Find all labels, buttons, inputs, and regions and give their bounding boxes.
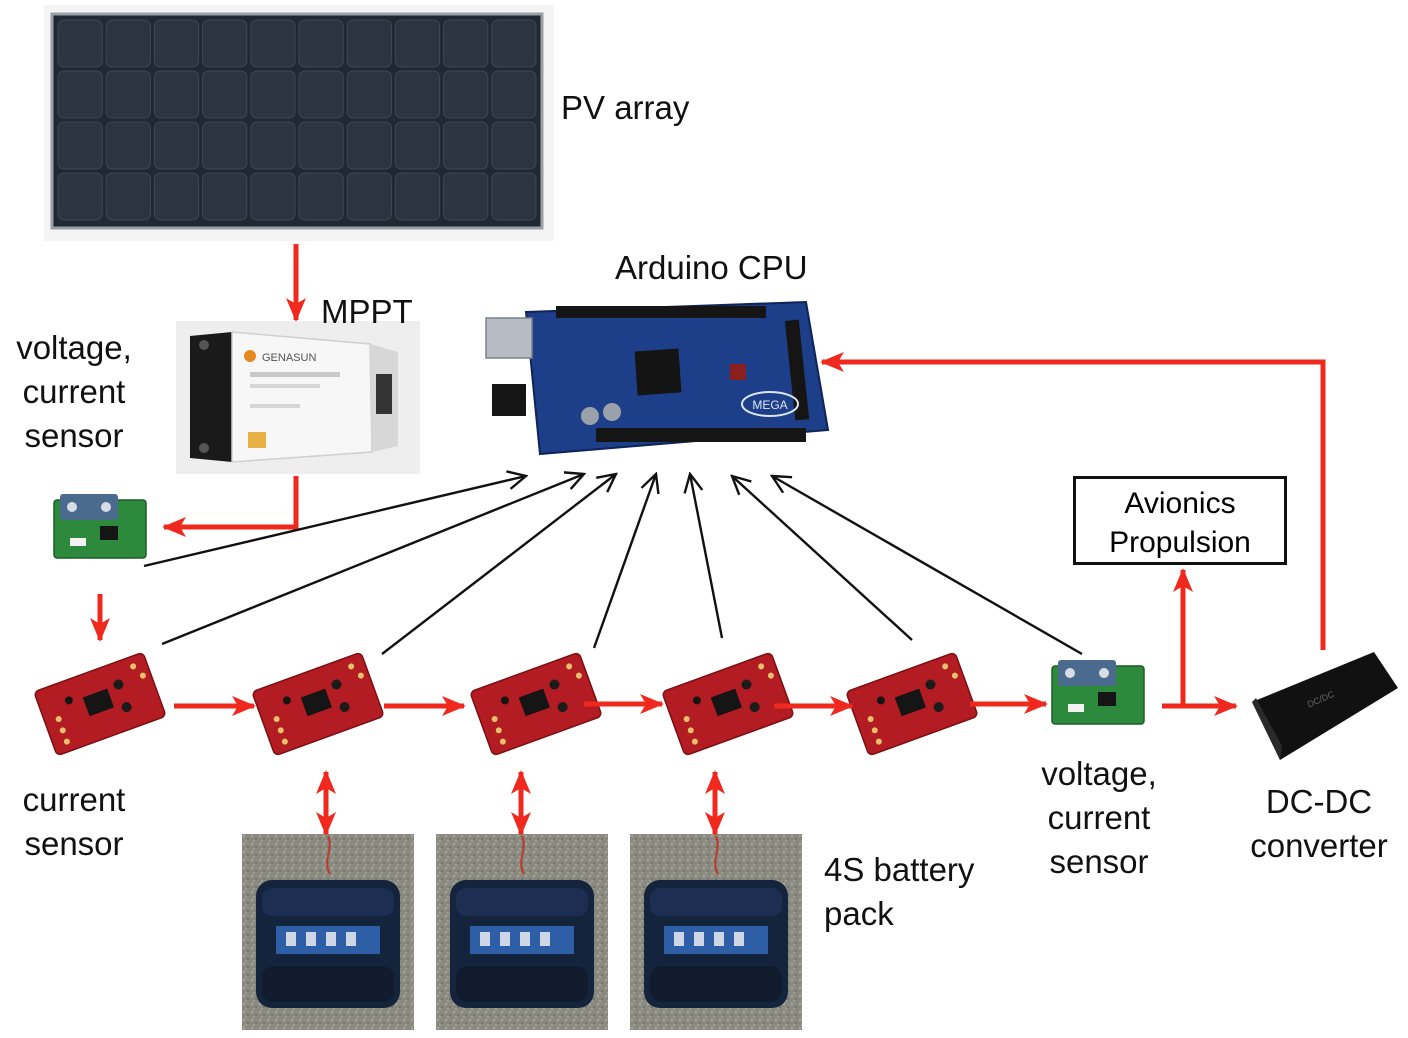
power-flow-arrows (90, 244, 1326, 836)
pv-cell (443, 172, 489, 221)
label-line: sensor (1049, 843, 1149, 880)
pv-cell (491, 70, 537, 119)
pv-cell (105, 121, 151, 170)
battery-pack-2 (435, 833, 609, 1031)
label-line: DC-DC (1265, 783, 1373, 820)
pv-cell (298, 70, 344, 119)
pv-cell (57, 19, 103, 68)
voltage-current-sensor-left-label: voltage, current sensor (4, 326, 144, 458)
pv-cell (298, 19, 344, 68)
signal-arrow-3 (381, 474, 616, 655)
pv-cell (250, 19, 296, 68)
current-sensor-2 (251, 651, 385, 757)
dcdc-converter-label: DC-DC converter (1236, 780, 1402, 868)
pv-array-image (44, 5, 554, 241)
label-line: Avionics (1124, 487, 1236, 520)
label-line: sensor (24, 417, 124, 454)
label-line: Propulsion (1109, 526, 1251, 559)
pv-cell (153, 19, 200, 68)
current-sensor-1 (33, 651, 167, 757)
pv-cell (57, 172, 103, 221)
pv-cell (250, 70, 296, 119)
arrow-dcdc-to-arduino (820, 352, 1326, 650)
pv-cell (346, 70, 392, 119)
current-sensor-3 (469, 651, 603, 757)
avionics-propulsion-box: Avionics Propulsion (1073, 476, 1287, 565)
label-line: voltage, (1041, 755, 1157, 792)
label-line: current (22, 781, 126, 818)
arduino-mega-image: MEGA (485, 300, 830, 456)
mppt-image: GENASUN (176, 321, 420, 474)
pv-cell (202, 121, 248, 170)
dcdc-converter-image: DC/DC (1252, 652, 1398, 760)
battery-pack-3 (629, 833, 803, 1031)
pv-cell (346, 19, 392, 68)
arduino-cpu-label: Arduino CPU (615, 249, 808, 286)
pv-cell (202, 19, 248, 68)
signal-arrow-2 (161, 474, 584, 646)
voltage-current-sensor-right-label: voltage, current sensor (1024, 752, 1174, 884)
pv-cell (298, 121, 344, 170)
current-sensor-label: current sensor (4, 778, 144, 866)
pv-cell (57, 70, 103, 119)
pv-cell (394, 70, 441, 119)
pv-cell (57, 121, 103, 170)
pv-cell (153, 121, 200, 170)
label-line: 4S battery (824, 851, 975, 888)
pv-cell (394, 19, 441, 68)
battery-pack-1 (241, 833, 415, 1031)
pv-cell (250, 121, 296, 170)
pv-cell (346, 121, 392, 170)
current-sensor-5 (845, 651, 979, 757)
label-line: voltage, (16, 329, 132, 366)
pv-cell (443, 121, 489, 170)
signal-arrow-7 (772, 476, 1083, 656)
arduino-board-text: MEGA (752, 398, 787, 412)
label-line: current (22, 373, 126, 410)
label-line: converter (1250, 827, 1388, 864)
battery-pack-label: 4S battery pack (824, 848, 974, 936)
label-line: sensor (24, 825, 124, 862)
signal-arrow-5 (690, 474, 724, 639)
signal-arrows (143, 474, 1083, 656)
signal-arrow-6 (732, 476, 913, 641)
pv-cell (105, 172, 151, 221)
pv-cell (491, 172, 537, 221)
pv-cell (394, 172, 441, 221)
pv-cell (298, 172, 344, 221)
pv-cell (443, 70, 489, 119)
pv-cell (202, 172, 248, 221)
voltage-current-sensor-left (53, 493, 147, 559)
label-line: pack (824, 895, 894, 932)
pv-cell (491, 19, 537, 68)
pv-cell (202, 70, 248, 119)
pv-array-label: PV array (561, 89, 690, 126)
pv-cell (105, 19, 151, 68)
arrow-mppt-to-sensor (162, 476, 299, 537)
signal-arrow-1 (143, 476, 526, 568)
pv-cell (250, 172, 296, 221)
signal-arrow-4 (592, 474, 656, 649)
pv-cell (153, 70, 200, 119)
pv-cell (443, 19, 489, 68)
voltage-current-sensor-right (1051, 659, 1145, 725)
pv-cell (153, 172, 200, 221)
mppt-brand-text: GENASUN (262, 352, 316, 364)
pv-cell (346, 172, 392, 221)
label-line: current (1047, 799, 1151, 836)
pv-cell (491, 121, 537, 170)
pv-cell (394, 121, 441, 170)
pv-cell (105, 70, 151, 119)
mppt-label: MPPT (321, 293, 413, 330)
